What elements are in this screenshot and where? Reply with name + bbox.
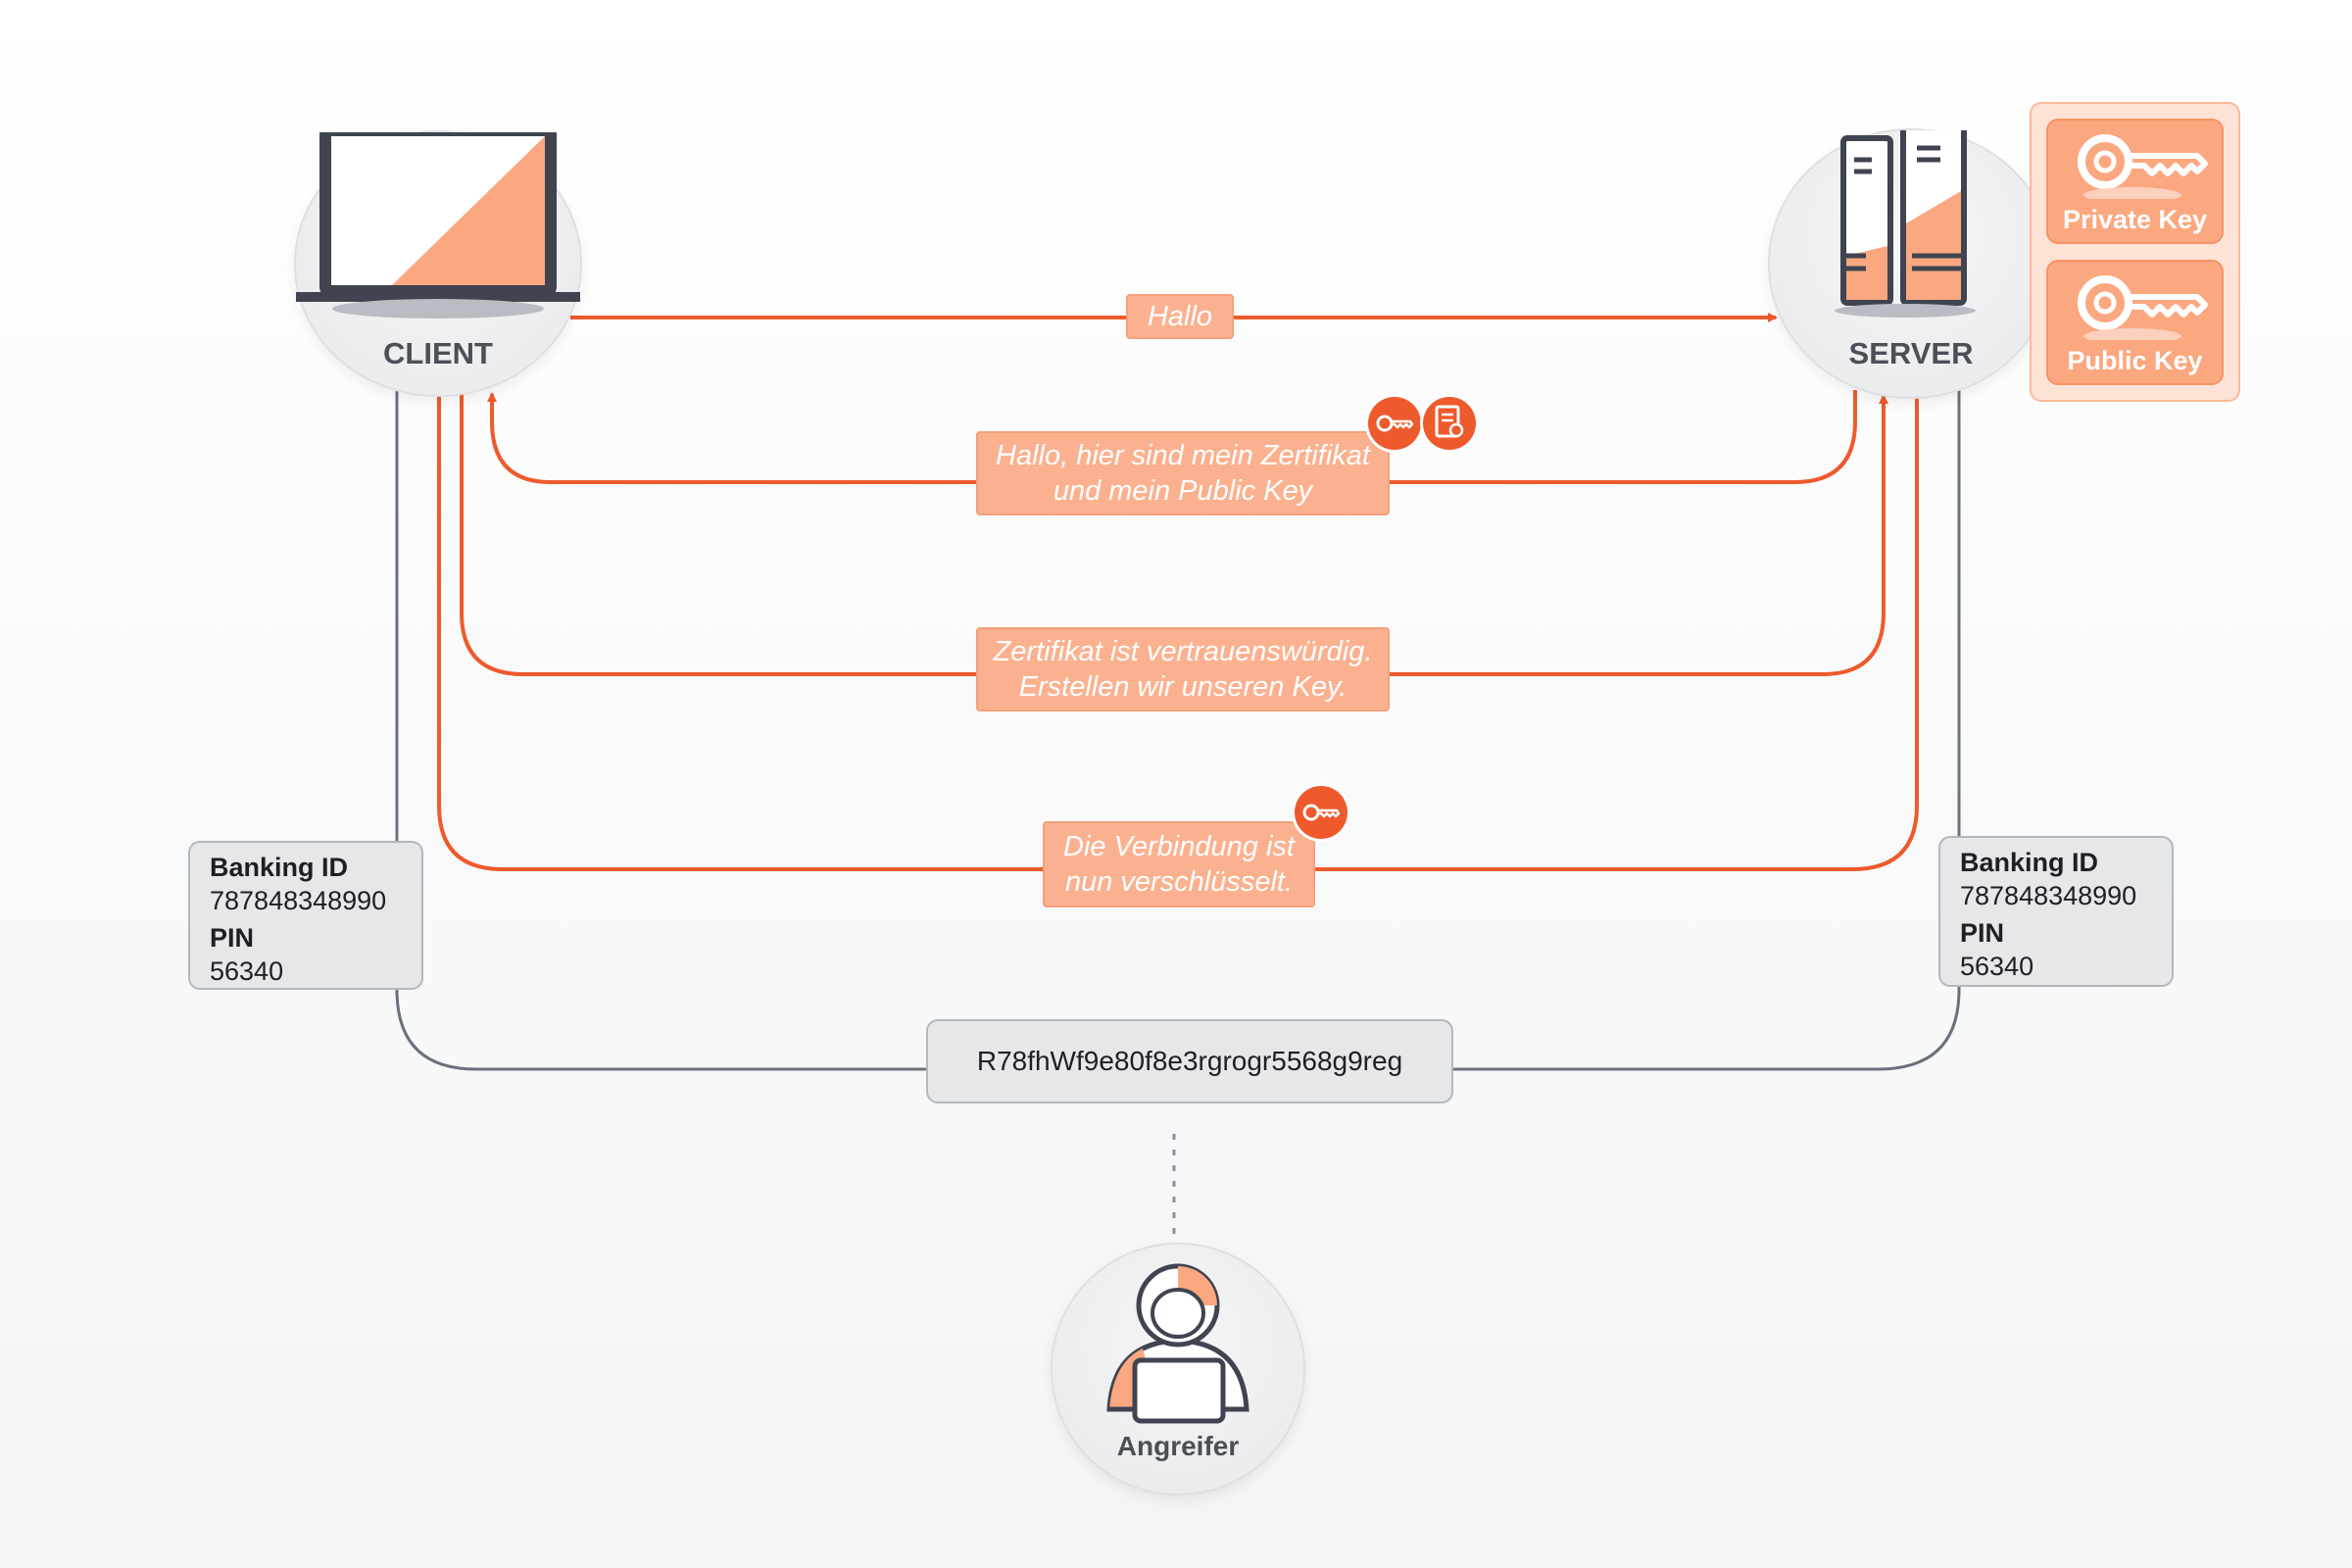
- private-key-label: Private Key: [2062, 205, 2208, 234]
- key-badge-encrypted: [1295, 786, 1348, 839]
- message-hello-line-1: Hallo: [1147, 301, 1213, 332]
- client-credentials: Banking ID 787848348990 PIN 56340: [188, 841, 423, 990]
- message-trusted-line-1: Zertifikat ist vertrauenswürdig.: [993, 636, 1373, 667]
- message-trusted-line-2: Erstellen wir unseren Key.: [1018, 671, 1348, 703]
- message-trusted: Zertifikat ist vertrauenswürdig. Erstell…: [976, 627, 1390, 711]
- attacker-node: Angreifer: [1053, 1245, 1303, 1494]
- server-label: SERVER: [1848, 336, 1974, 370]
- pin-label: PIN: [210, 923, 255, 953]
- pin-value: 56340: [1960, 952, 2034, 981]
- message-certificate-line-2: und mein Public Key: [1053, 475, 1313, 507]
- ciphertext-value: R78fhWf9e80f8e3rgrogr5568g9reg: [976, 1046, 1403, 1076]
- public-key-card: Public Key: [2046, 260, 2224, 385]
- pin-label: PIN: [1960, 918, 2005, 948]
- server-keys-panel: Private Key Public Key: [2030, 102, 2240, 402]
- message-encrypted-line-1: Die Verbindung ist: [1063, 831, 1295, 862]
- public-key-label: Public Key: [2067, 346, 2203, 375]
- key-badge: [1368, 397, 1421, 450]
- laptop-icon: [296, 132, 580, 318]
- certificate-icon: [1435, 405, 1464, 438]
- private-key-card: Private Key: [2046, 119, 2224, 244]
- key-icon: [1376, 415, 1414, 432]
- banking-id-value: 787848348990: [210, 886, 387, 915]
- pin-value: 56340: [210, 956, 284, 986]
- message-encrypted-line-2: nun verschlüsselt.: [1064, 866, 1294, 898]
- server-credentials: Banking ID 787848348990 PIN 56340: [1938, 836, 2174, 987]
- attacker-label: Angreifer: [1116, 1431, 1240, 1461]
- banking-id-value: 787848348990: [1960, 881, 2137, 910]
- message-hello: Hallo: [1126, 294, 1234, 339]
- server-node: SERVER: [1770, 130, 2052, 397]
- line-data-channel: [395, 390, 1961, 1071]
- key-icon: [2078, 275, 2208, 340]
- ciphertext-box: R78fhWf9e80f8e3rgrogr5568g9reg: [926, 1019, 1453, 1103]
- banking-id-label: Banking ID: [210, 853, 349, 882]
- key-icon: [1302, 804, 1341, 821]
- key-icon: [2078, 134, 2208, 199]
- message-encrypted: Die Verbindung ist nun verschlüsselt.: [1043, 821, 1315, 907]
- client-label: CLIENT: [383, 336, 493, 370]
- message-certificate: Hallo, hier sind mein Zertifikat und mei…: [976, 431, 1390, 515]
- client-node: CLIENT: [296, 132, 580, 395]
- message-certificate-line-1: Hallo, hier sind mein Zertifikat: [996, 440, 1370, 471]
- server-icon: [1835, 130, 1976, 318]
- certificate-badge: [1423, 397, 1476, 450]
- hacker-icon: [1106, 1263, 1250, 1424]
- banking-id-label: Banking ID: [1960, 848, 2099, 877]
